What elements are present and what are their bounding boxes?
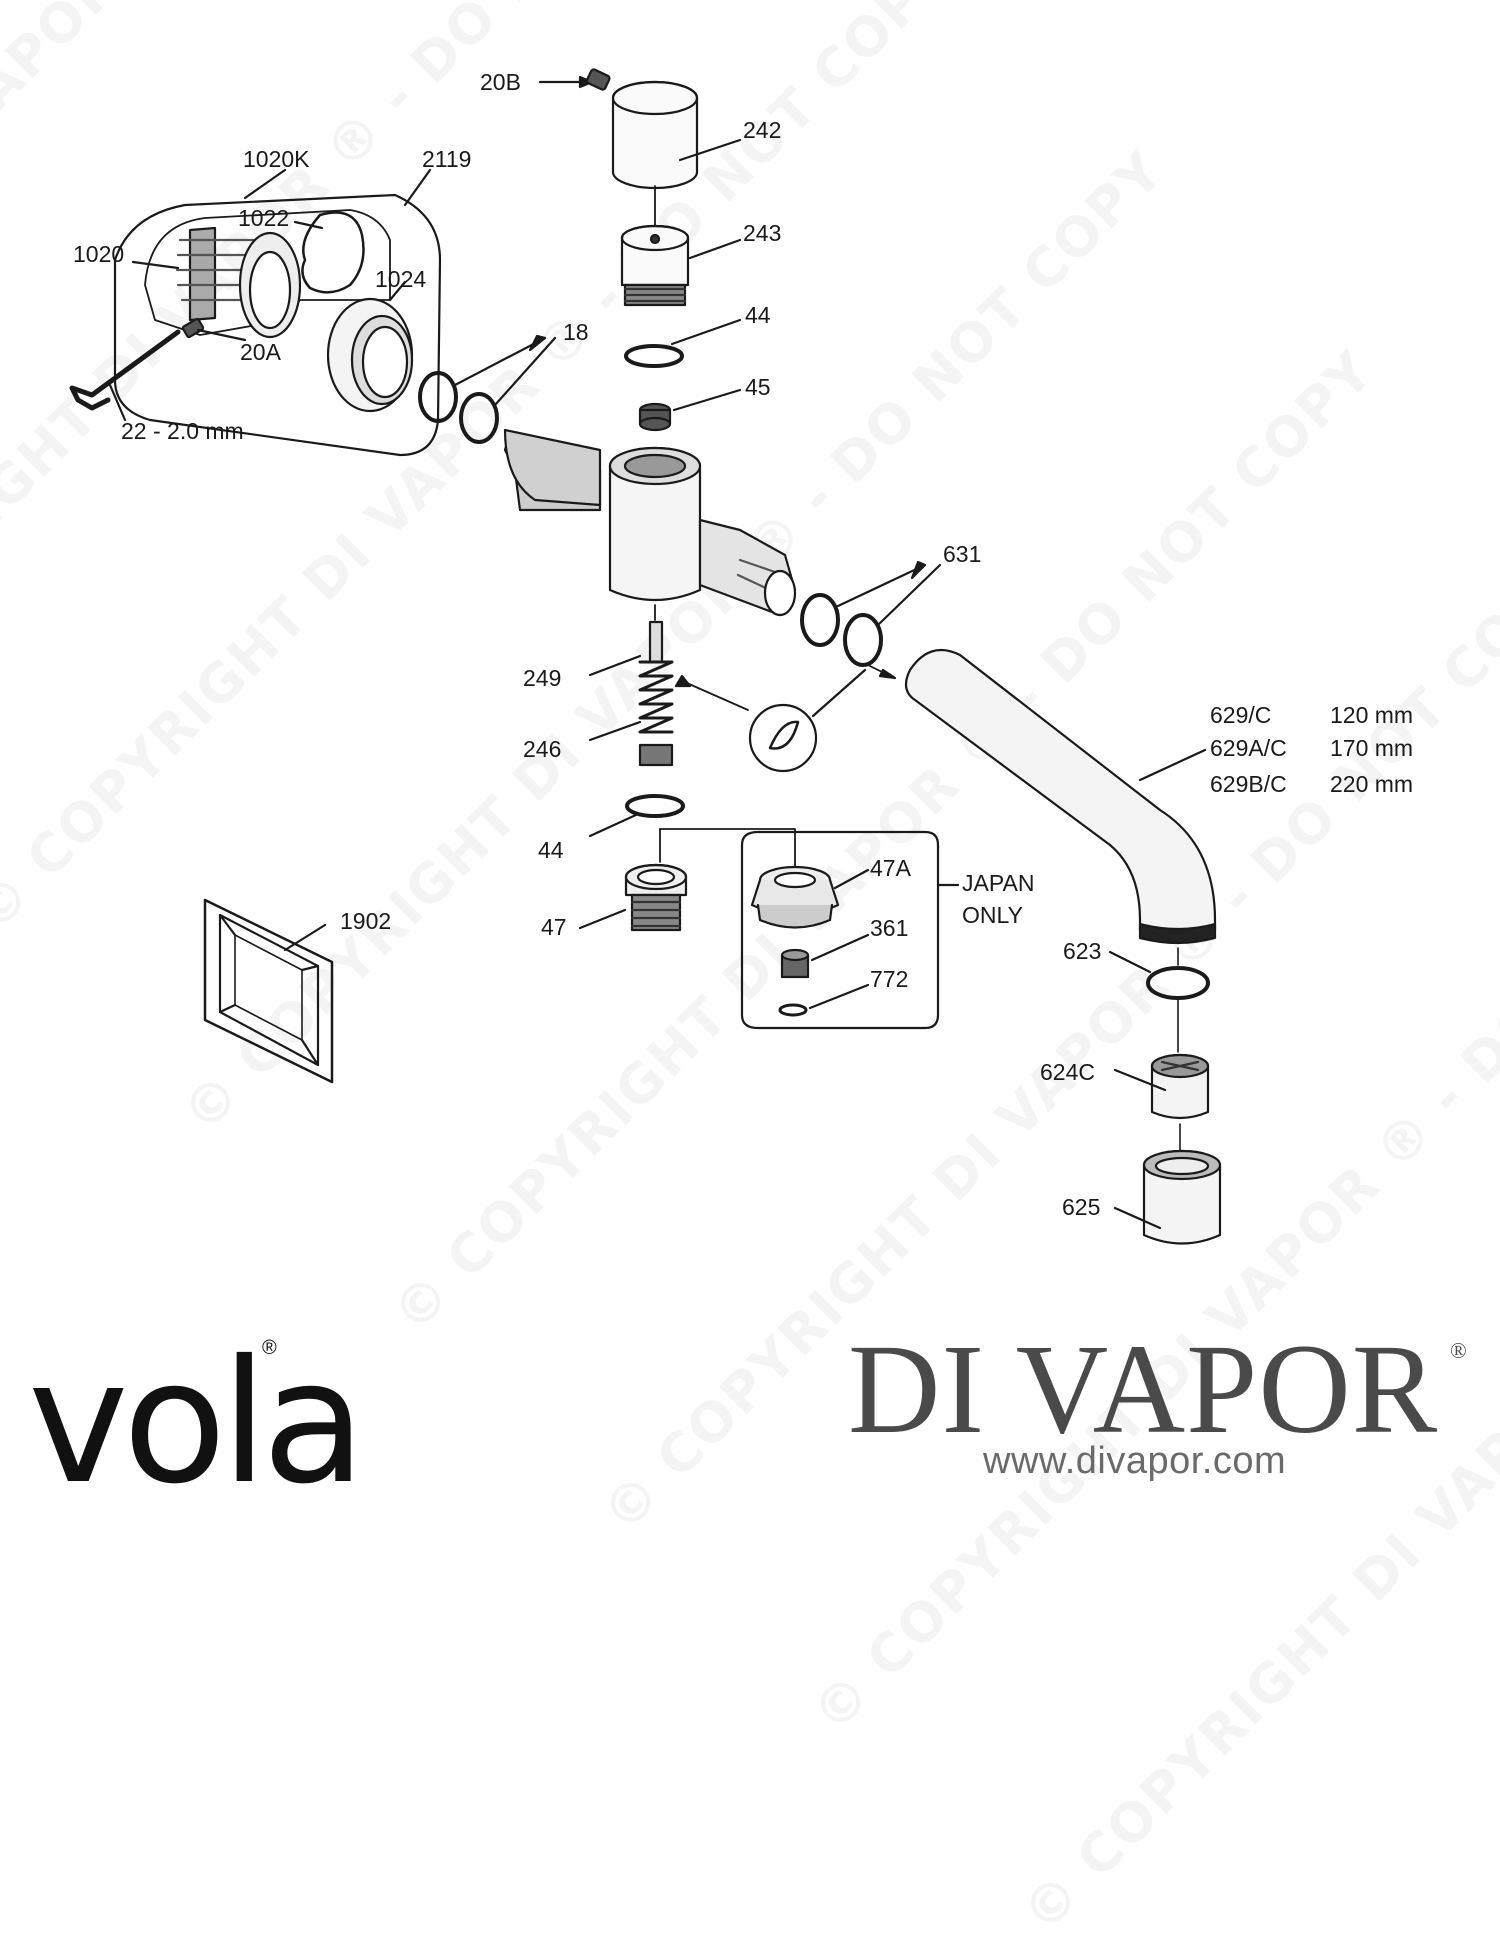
circlip-1022	[293, 211, 365, 294]
japan-only-kit	[740, 830, 960, 1030]
label-631: 631	[943, 541, 982, 567]
label-47: 47	[541, 914, 567, 940]
spindle-spring-249-246	[588, 620, 749, 767]
allen-key-22	[69, 329, 181, 422]
label-1020k: 1020K	[243, 146, 310, 172]
di-vapor-logo: DI VAPOR	[848, 1318, 1439, 1460]
label-629bc: 629B/C	[1210, 771, 1287, 797]
spindle-adaptor-243	[620, 224, 742, 307]
label-629c-length: 120 mm	[1330, 702, 1414, 728]
label-629ac-length: 170 mm	[1330, 735, 1414, 761]
label-1024: 1024	[375, 266, 427, 292]
o-ring-44-top	[624, 318, 742, 368]
label-1022: 1022	[238, 205, 290, 231]
di-vapor-website[interactable]: www.divapor.com	[983, 1440, 1287, 1482]
label-625: 625	[1062, 1194, 1101, 1220]
label-629ac: 629A/C	[1210, 735, 1287, 761]
handle-cap-242	[611, 80, 742, 229]
label-44-bottom: 44	[538, 837, 564, 863]
label-623: 623	[1063, 938, 1102, 964]
aerator-624c	[1113, 1053, 1210, 1151]
parts-drawing	[69, 68, 1222, 1245]
label-45: 45	[745, 374, 771, 400]
o-ring-623	[1108, 947, 1210, 1053]
vola-registered-mark: ®	[262, 1337, 277, 1359]
label-1902: 1902	[340, 908, 392, 934]
di-vapor-registered-mark: ®	[1450, 1338, 1467, 1363]
label-20a: 20A	[240, 339, 281, 365]
label-624c: 624C	[1040, 1059, 1095, 1085]
label-629c: 629/C	[1210, 702, 1272, 728]
label-361: 361	[870, 915, 909, 941]
grub-screw-20b	[538, 68, 611, 91]
label-22-allen-key: 22 - 2.0 mm	[121, 418, 244, 444]
label-249: 249	[523, 665, 562, 691]
o-rings-18	[418, 334, 557, 444]
label-246: 246	[523, 736, 562, 762]
spout-629	[904, 648, 1217, 945]
grease-symbol	[748, 668, 867, 773]
valve-body	[503, 428, 797, 621]
grub-screw-20a	[181, 317, 247, 342]
nut-47	[578, 863, 688, 932]
o-rings-631	[800, 560, 942, 680]
threaded-sleeve-1020	[131, 226, 302, 339]
aerator-housing-625	[1113, 1149, 1222, 1245]
label-1020: 1020	[73, 241, 125, 267]
label-44-top: 44	[745, 302, 771, 328]
label-only: ONLY	[962, 902, 1023, 928]
label-242: 242	[743, 117, 782, 143]
label-20b: 20B	[480, 69, 521, 95]
label-japan: JAPAN	[962, 870, 1035, 896]
label-243: 243	[743, 220, 782, 246]
seal-45	[638, 388, 742, 432]
label-772: 772	[870, 966, 909, 992]
label-18: 18	[563, 319, 589, 345]
label-2119: 2119	[422, 146, 472, 172]
escutcheon-kit-2119	[113, 168, 442, 457]
label-629bc-length: 220 mm	[1330, 771, 1414, 797]
label-47a: 47A	[870, 855, 911, 881]
vola-logo: vola	[28, 1324, 366, 1522]
o-ring-44-bottom	[588, 794, 796, 869]
template-card-1902	[203, 898, 334, 1084]
flange-1024	[326, 280, 414, 413]
